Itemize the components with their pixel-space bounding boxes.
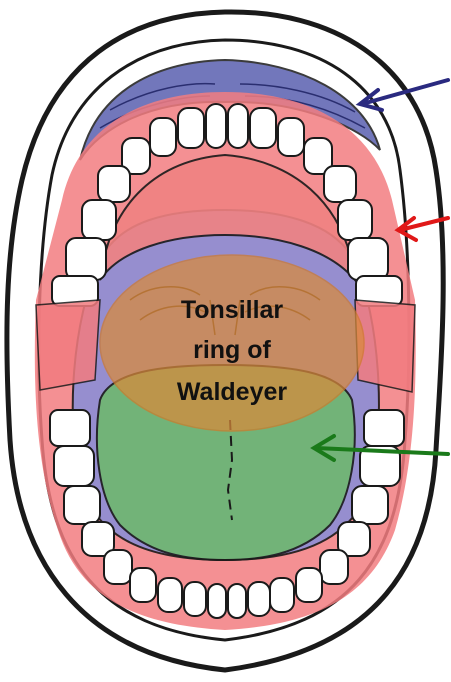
tooth — [97, 165, 131, 203]
tooth — [63, 485, 101, 525]
arrow-green-icon — [310, 434, 450, 462]
tooth — [347, 237, 389, 281]
tooth — [149, 117, 177, 157]
tooth — [205, 103, 227, 149]
tooth — [277, 117, 305, 157]
tooth — [81, 521, 115, 557]
lower-teeth — [49, 409, 405, 619]
upper-teeth — [51, 103, 403, 307]
arrow-red-icon — [394, 216, 450, 242]
tooth — [295, 567, 323, 603]
left-cheek-mucosa — [35, 299, 101, 391]
tooth — [49, 409, 91, 447]
tooth — [129, 567, 157, 603]
tooth — [177, 107, 205, 149]
ring-label-line-3: Waldeyer — [177, 378, 288, 406]
tooth — [65, 237, 107, 281]
tooth — [183, 581, 207, 617]
tooth — [303, 137, 333, 175]
tooth — [351, 485, 389, 525]
arrow-blue-icon — [355, 78, 450, 112]
tooth — [337, 521, 371, 557]
tooth — [363, 409, 405, 447]
tooth — [81, 199, 117, 241]
tooth — [103, 549, 133, 585]
tooth — [157, 577, 183, 613]
ring-label-line-2: ring of — [193, 336, 271, 364]
tonsillar-ring-highlight — [99, 254, 365, 432]
tooth — [121, 137, 151, 175]
tooth — [319, 549, 349, 585]
ring-label-line-1: Tonsillar — [181, 296, 284, 324]
tooth — [207, 583, 227, 619]
tooth — [227, 103, 249, 149]
tooth — [53, 445, 95, 487]
tooth — [249, 107, 277, 149]
tooth — [247, 581, 271, 617]
tongue-midline — [226, 419, 234, 521]
tooth — [337, 199, 373, 241]
tooth — [227, 583, 247, 619]
tooth — [323, 165, 357, 203]
tooth — [269, 577, 295, 613]
